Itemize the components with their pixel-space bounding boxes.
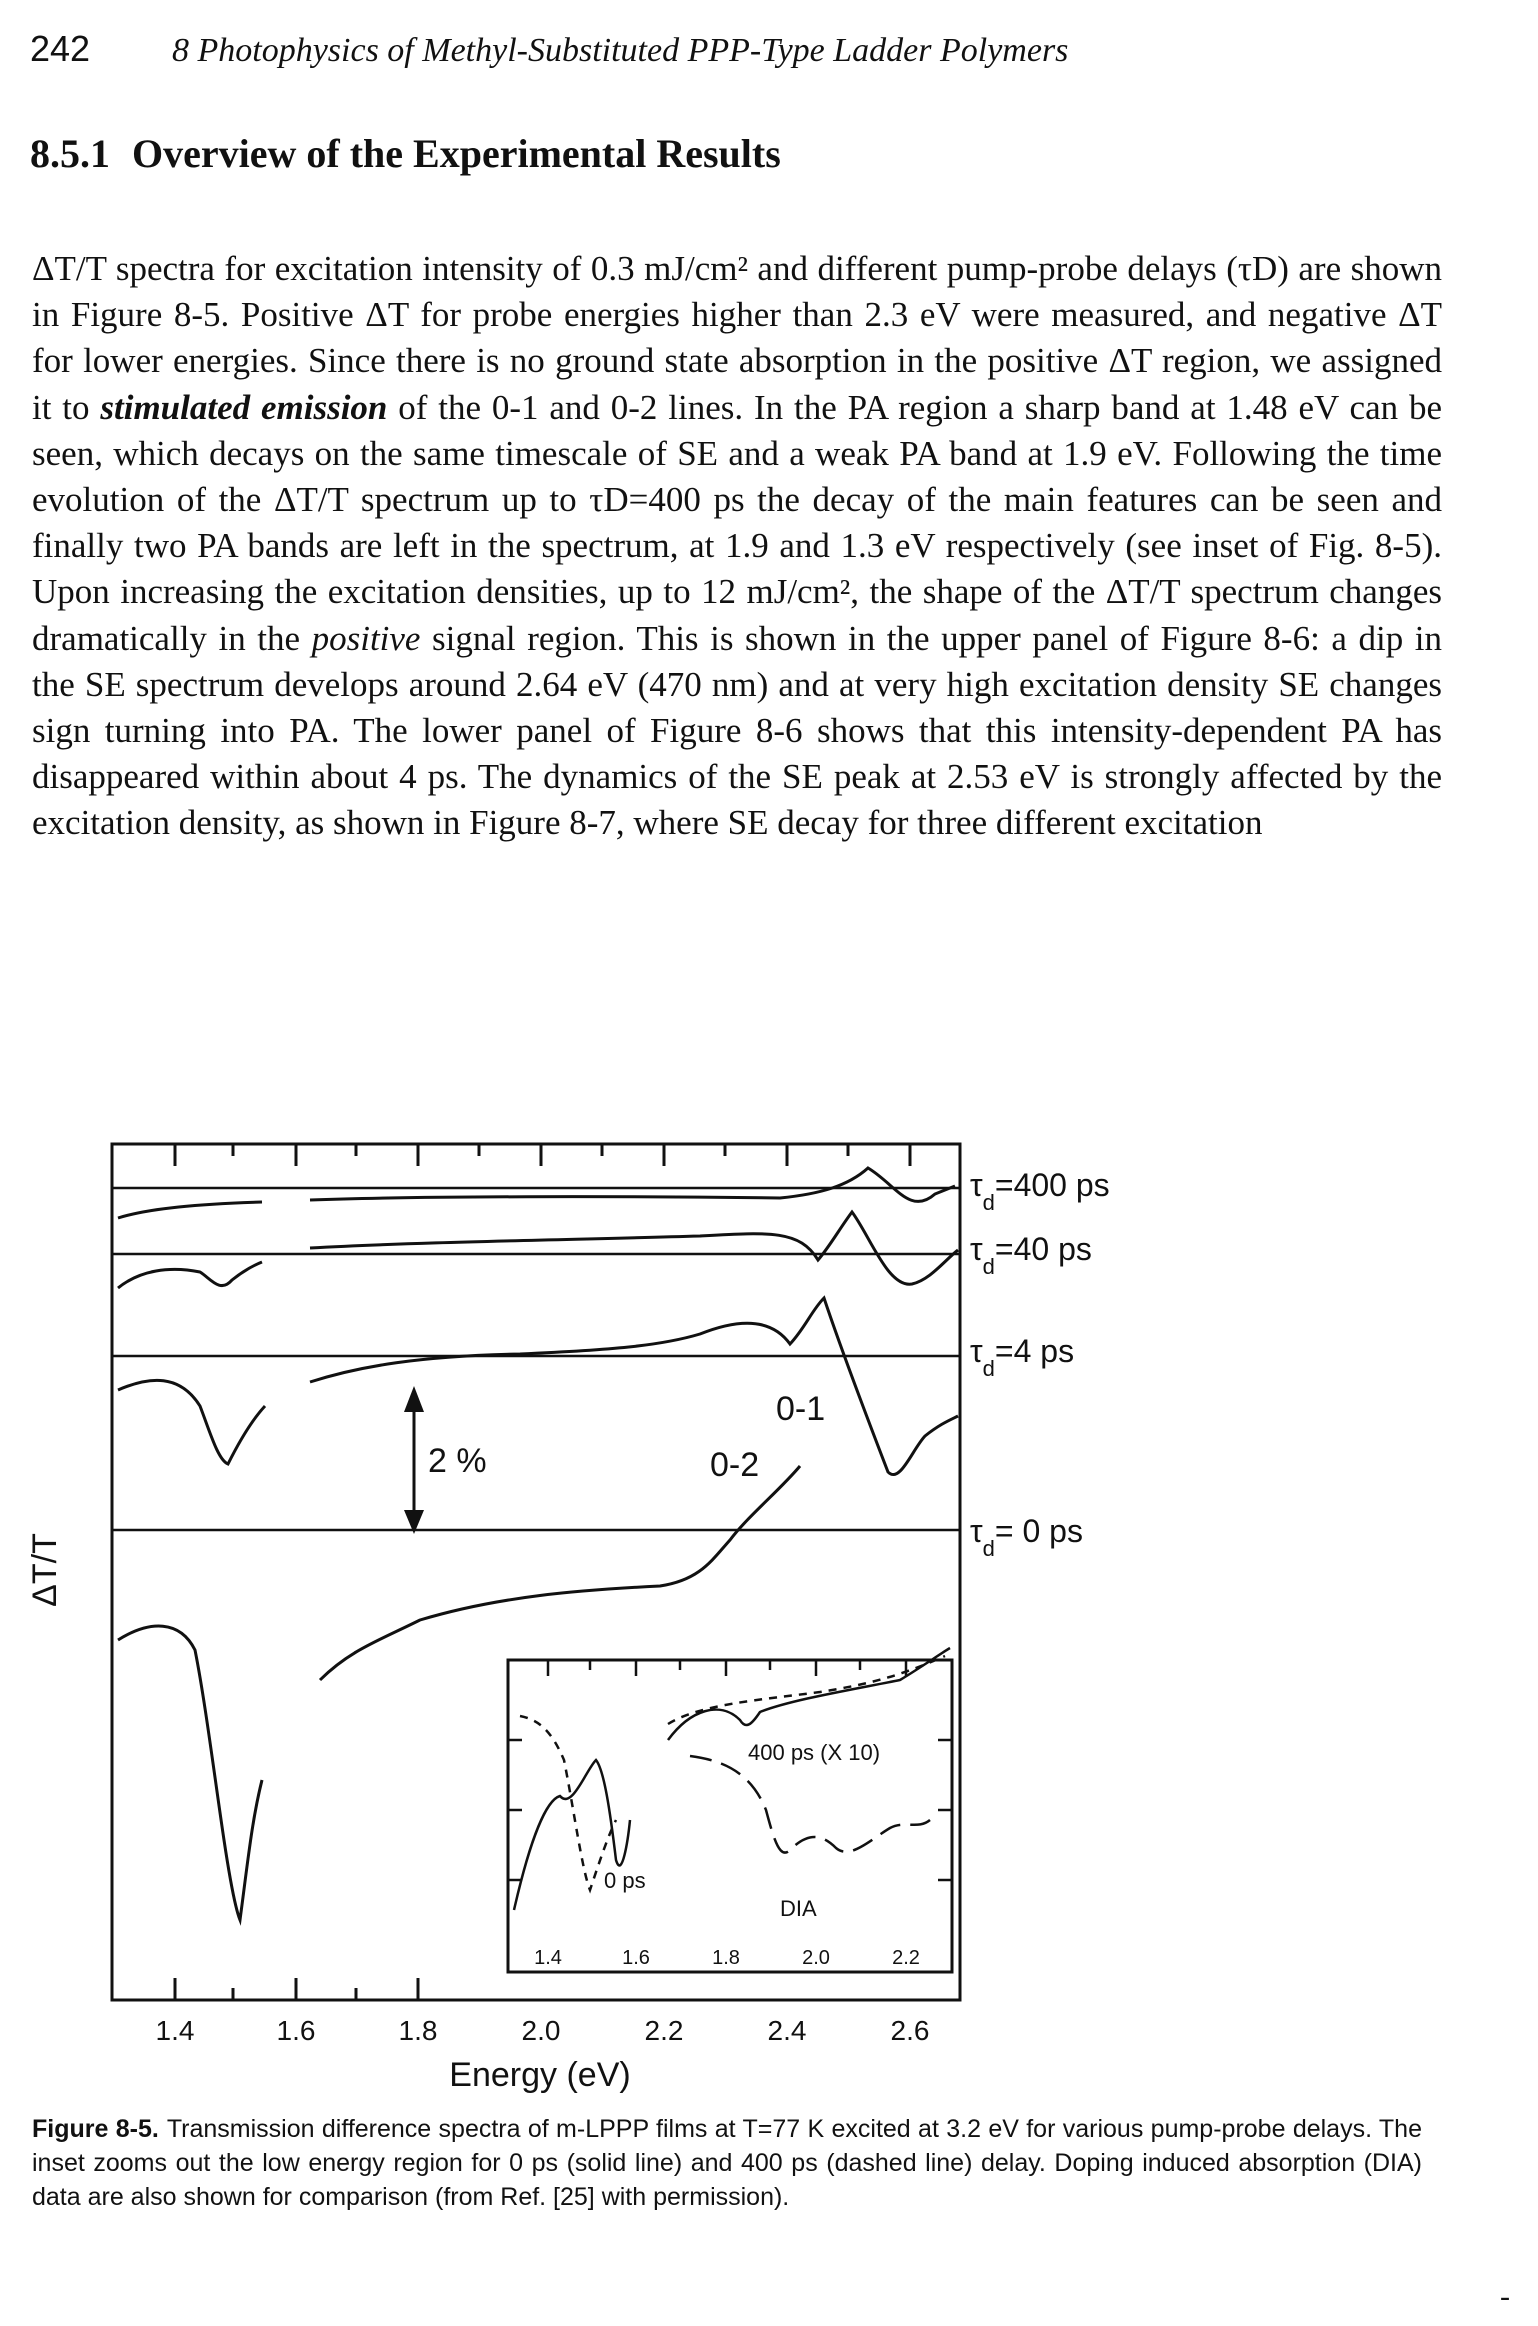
x-tick-2.2: 2.2	[645, 2015, 684, 2046]
bottom-ticks	[173, 1978, 420, 2000]
curve-40ps	[117, 1209, 959, 1290]
paragraph-emphasis-1: stimulated emission	[100, 387, 388, 427]
paragraph-emphasis-2: positive	[311, 618, 421, 658]
x-tick-2.0: 2.0	[522, 2015, 561, 2046]
inset-x-tick-1.6: 1.6	[622, 1947, 650, 1969]
curve-4ps	[117, 1295, 959, 1476]
x-tick-2.4: 2.4	[768, 2015, 807, 2046]
y-axis-label: ΔT/T	[26, 1533, 64, 1607]
scale-bar-label: 2 %	[428, 1442, 487, 1480]
figure-caption: Figure 8-5.Transmission difference spect…	[32, 2112, 1422, 2214]
x-tick-labels: 1.4 1.6 1.8 2.0 2.2 2.4 2.6	[156, 2015, 930, 2046]
svg-text:τd= 0 ps: τd= 0 ps	[970, 1513, 1083, 1561]
baselines	[112, 1186, 960, 1532]
plot-frame	[110, 1142, 962, 2002]
paragraph-text-1: ΔT/T spectra for excitation intensity of…	[32, 249, 1442, 427]
figure-8-5: 2 % 0-1 0-2 τd=400 ps τd=40 ps τd=4 ps τ…	[0, 1120, 1538, 2100]
section-title: Overview of the Experimental Results	[132, 131, 781, 176]
delay-label-40ps: τd=40 ps	[970, 1231, 1092, 1279]
scale-bar	[404, 1386, 424, 1534]
svg-text:τd=400 ps: τd=400 ps	[970, 1167, 1110, 1215]
inset-curve-400ps	[519, 1654, 946, 1894]
inset-x-tick-labels: 1.4 1.6 1.8 2.0 2.2	[534, 1947, 920, 1969]
peak-label-0-2: 0-2	[710, 1446, 759, 1484]
inset-curve-0ps	[512, 1646, 951, 1911]
figure-plot: 2 % 0-1 0-2 τd=400 ps τd=40 ps τd=4 ps τ…	[26, 1142, 1110, 2094]
paragraph-text-2: of the 0-1 and 0-2 lines. In the PA regi…	[32, 387, 1442, 658]
inset-x-tick-2.2: 2.2	[892, 1947, 920, 1969]
inset-x-tick-1.8: 1.8	[712, 1947, 740, 1969]
x-tick-1.8: 1.8	[399, 2015, 438, 2046]
inset-label-dia: DIA	[780, 1896, 817, 1921]
running-title: 8 Photophysics of Methyl-Substituted PPP…	[172, 32, 1069, 69]
body-paragraph: ΔT/T spectra for excitation intensity of…	[32, 246, 1442, 847]
svg-text:τd=4 ps: τd=4 ps	[970, 1333, 1074, 1381]
inset-curve-dia	[689, 1754, 931, 1854]
page-number: 242	[30, 28, 91, 69]
peak-label-0-1: 0-1	[776, 1390, 825, 1428]
curve-0ps	[117, 1465, 802, 1926]
inset-x-tick-1.4: 1.4	[534, 1947, 562, 1969]
delay-label-0ps: τd= 0 ps	[970, 1513, 1083, 1561]
inset-ticks	[508, 1660, 952, 1882]
margin-mark: -	[1500, 2280, 1510, 2313]
page-header: 242 8 Photophysics of Methyl-Substituted…	[30, 28, 1450, 78]
delay-label-4ps: τd=4 ps	[970, 1333, 1074, 1381]
caption-text: Transmission difference spectra of m-LPP…	[32, 2115, 1422, 2211]
section-heading: 8.5.1 Overview of the Experimental Result…	[30, 130, 781, 177]
inset-label-0ps: 0 ps	[604, 1868, 646, 1893]
inset-label-400ps: 400 ps (X 10)	[748, 1740, 880, 1765]
delay-label-400ps: τd=400 ps	[970, 1167, 1110, 1215]
x-tick-1.4: 1.4	[156, 2015, 195, 2046]
x-axis-label: Energy (eV)	[449, 2056, 630, 2094]
caption-label: Figure 8-5.	[32, 2115, 159, 2143]
svg-text:τd=40 ps: τd=40 ps	[970, 1231, 1092, 1279]
paragraph-text-3: signal region. This is shown in the uppe…	[32, 618, 1442, 843]
top-ticks	[173, 1144, 912, 1166]
inset-x-tick-2.0: 2.0	[802, 1947, 830, 1969]
x-tick-2.6: 2.6	[891, 2015, 930, 2046]
curve-400ps	[117, 1166, 956, 1220]
x-tick-1.6: 1.6	[277, 2015, 316, 2046]
section-number: 8.5.1	[30, 131, 110, 176]
